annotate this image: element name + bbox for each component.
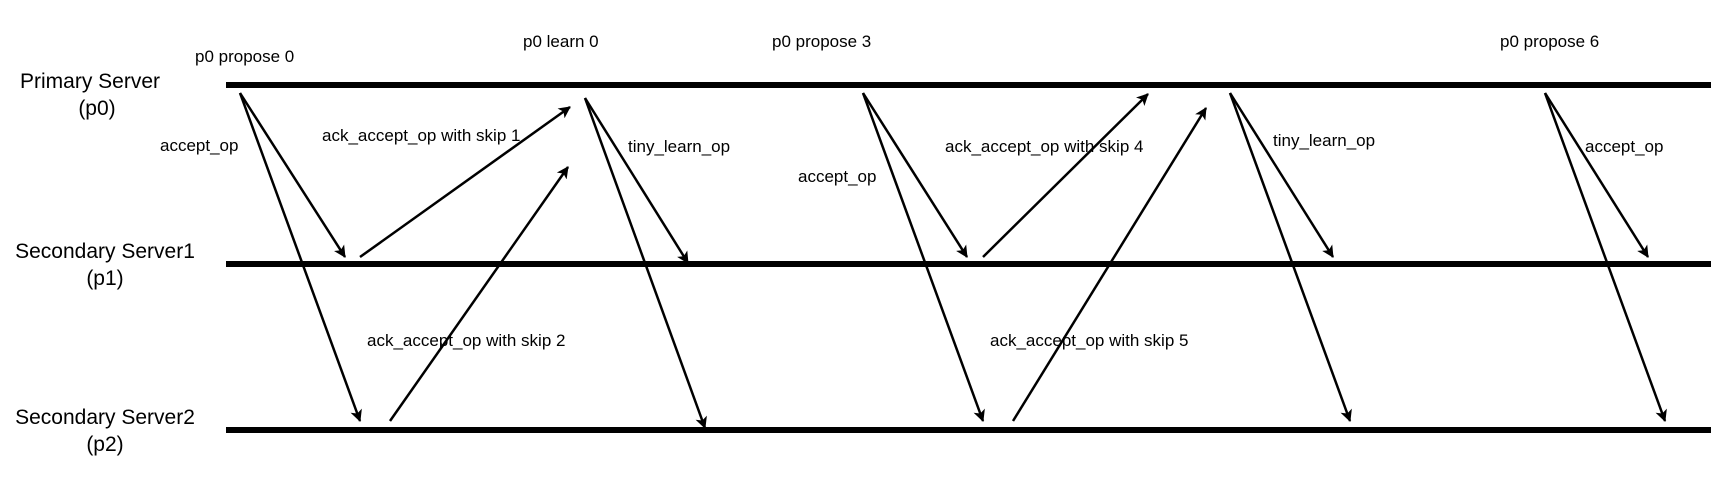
msg-label-tiny-learn-op-round1: tiny_learn_op [628, 137, 730, 156]
arrow-ack-skip1-p1-to-p0 [359, 105, 571, 259]
arrow-tiny-learn-op-p0-to-p1-round1 [583, 97, 690, 264]
arrow-accept-op-p0-to-p1-round3 [1543, 92, 1650, 258]
arrow-tiny-learn-op-p0-to-p2-round1 [583, 97, 707, 429]
arrow-ack-skip2-p2-to-p0 [388, 166, 570, 422]
event-label-propose-3: p0 propose 3 [772, 32, 871, 51]
event-label-propose-0: p0 propose 0 [195, 47, 294, 66]
msg-label-ack-skip4: ack_accept_op with skip 4 [945, 137, 1143, 156]
lane-label-p2: (p2) [86, 433, 123, 456]
lane-label-p0: (p0) [78, 97, 115, 120]
arrow-ack-skip5-p2-to-p0 [1011, 107, 1208, 422]
lane-label-primary-server: Primary Server [20, 70, 160, 93]
event-label-learn-0: p0 learn 0 [523, 32, 599, 51]
lane-label-p1: (p1) [86, 267, 123, 290]
lane-label-secondary-server2: Secondary Server2 [15, 406, 195, 429]
arrow-accept-op-p0-to-p1-round1 [238, 92, 347, 258]
msg-label-accept-op-round2: accept_op [798, 167, 876, 186]
msg-label-ack-skip5: ack_accept_op with skip 5 [990, 331, 1188, 350]
arrow-ack-skip4-p1-to-p0 [982, 93, 1149, 258]
arrow-tiny-learn-op-p0-to-p1-round2 [1228, 92, 1335, 258]
arrow-accept-op-p0-to-p1-round2 [861, 92, 969, 258]
msg-label-ack-skip1: ack_accept_op with skip 1 [322, 126, 520, 145]
msg-label-accept-op-round1: accept_op [160, 136, 238, 155]
arrow-accept-op-p0-to-p2-round1 [238, 92, 362, 422]
msg-label-ack-skip2: ack_accept_op with skip 2 [367, 331, 565, 350]
msg-label-tiny-learn-op-round2: tiny_learn_op [1273, 131, 1375, 150]
event-label-propose-6: p0 propose 6 [1500, 32, 1599, 51]
msg-label-accept-op-round3: accept_op [1585, 137, 1663, 156]
arrow-accept-op-p0-to-p2-round2 [861, 92, 985, 422]
arrow-accept-op-p0-to-p2-round3 [1543, 92, 1667, 422]
lane-label-secondary-server1: Secondary Server1 [15, 240, 195, 263]
arrow-tiny-learn-op-p0-to-p2-round2 [1228, 92, 1352, 422]
